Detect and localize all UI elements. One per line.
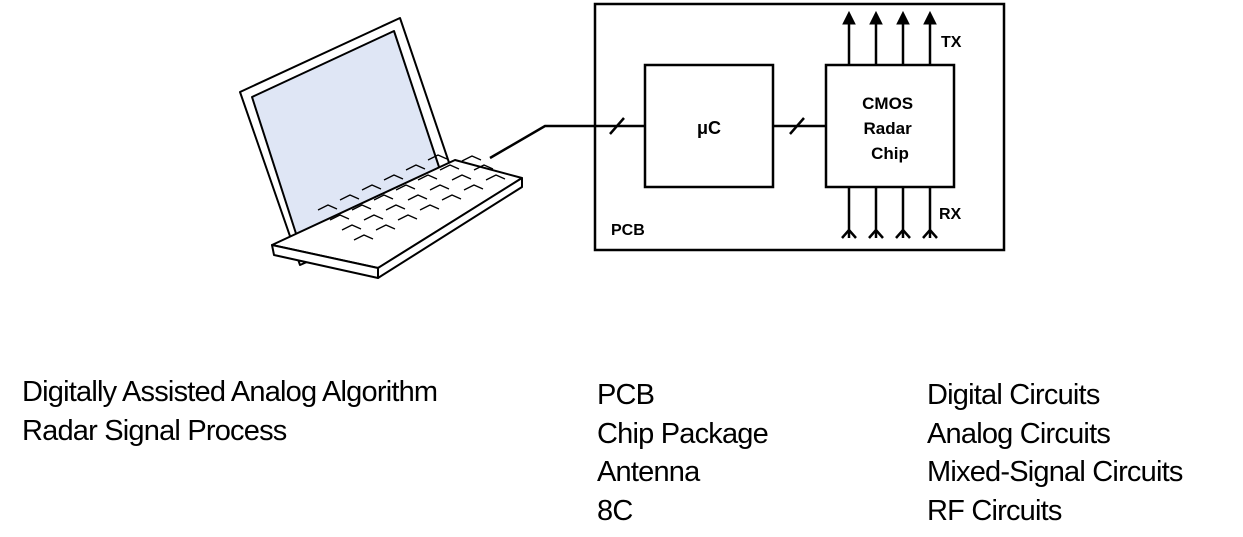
radar-chip-line-3: Chip xyxy=(871,144,909,163)
packaging-item: PCB xyxy=(597,379,655,411)
radar-chip-label: CMOS Radar Chip xyxy=(862,94,918,163)
circuit-item: Digital Circuits xyxy=(927,379,1100,411)
tx-label: TX xyxy=(941,34,962,51)
radar-chip-line-1: CMOS xyxy=(862,94,913,113)
algorithm-item: Digitally Assisted Analog Algorithm xyxy=(22,376,438,408)
uc-to-chip-bus xyxy=(773,117,826,135)
algorithm-item: Radar Signal Process xyxy=(22,414,287,447)
packaging-column: PCB Chip Package Antenna 8C xyxy=(597,376,769,530)
rx-antennas xyxy=(841,187,938,239)
system-diagram: μC CMOS Radar Chip TX RX PCB xyxy=(239,2,1006,279)
radar-chip-block xyxy=(824,63,956,189)
circuit-item: Mixed-Signal Circuits xyxy=(927,456,1183,488)
pcb-board xyxy=(593,2,1006,252)
microcontroller-label: μC xyxy=(697,118,721,138)
interface-connector xyxy=(489,117,645,160)
rx-label: RX xyxy=(939,206,962,223)
microcontroller-block xyxy=(643,63,775,189)
packaging-item: Chip Package xyxy=(597,417,769,450)
packaging-item: Antenna xyxy=(597,456,700,488)
algorithms-column: Digitally Assisted Analog Algorithm Rada… xyxy=(22,373,438,450)
circuit-item: RF Circuits xyxy=(927,494,1062,527)
laptop-icon xyxy=(239,17,523,279)
radar-chip-line-2: Radar xyxy=(864,119,913,138)
packaging-item: 8C xyxy=(597,494,633,527)
circuit-item: Analog Circuits xyxy=(927,417,1111,450)
circuits-column: Digital Circuits Analog Circuits Mixed-S… xyxy=(927,376,1183,530)
pcb-label: PCB xyxy=(611,222,645,239)
tx-arrows xyxy=(842,10,937,65)
